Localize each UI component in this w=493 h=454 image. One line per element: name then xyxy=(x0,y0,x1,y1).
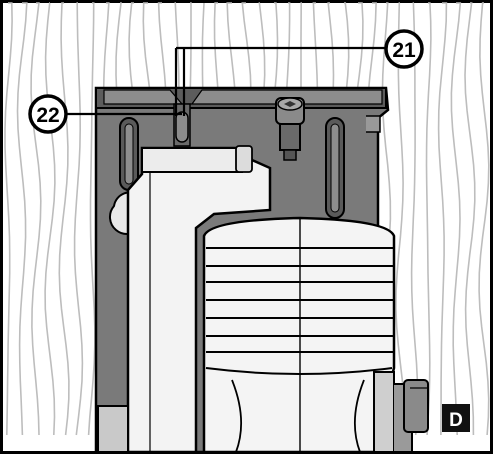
wood-grain-line xyxy=(4,2,13,436)
callout-21-number: 21 xyxy=(392,39,416,62)
wood-grain-line xyxy=(478,2,490,436)
panel-label: D xyxy=(442,404,470,432)
wood-grain-line xyxy=(87,2,96,436)
wood-grain-line xyxy=(73,2,84,436)
panel-label-letter: D xyxy=(449,410,463,431)
wood-grain-line xyxy=(44,2,56,436)
wood-grain-line xyxy=(437,2,448,436)
callout-21: 21 xyxy=(174,29,424,116)
wood-grain-line xyxy=(30,2,42,436)
wood-grain-line xyxy=(464,2,476,436)
wood-grain-line xyxy=(16,2,28,436)
wood-grain-line xyxy=(425,2,432,436)
adjustment-screw xyxy=(275,97,305,161)
saw-body xyxy=(97,145,429,454)
callout-22: 22 xyxy=(28,94,182,134)
callout-22-number: 22 xyxy=(36,104,59,127)
wood-grain-line xyxy=(58,2,70,436)
wood-grain-line xyxy=(450,2,462,436)
